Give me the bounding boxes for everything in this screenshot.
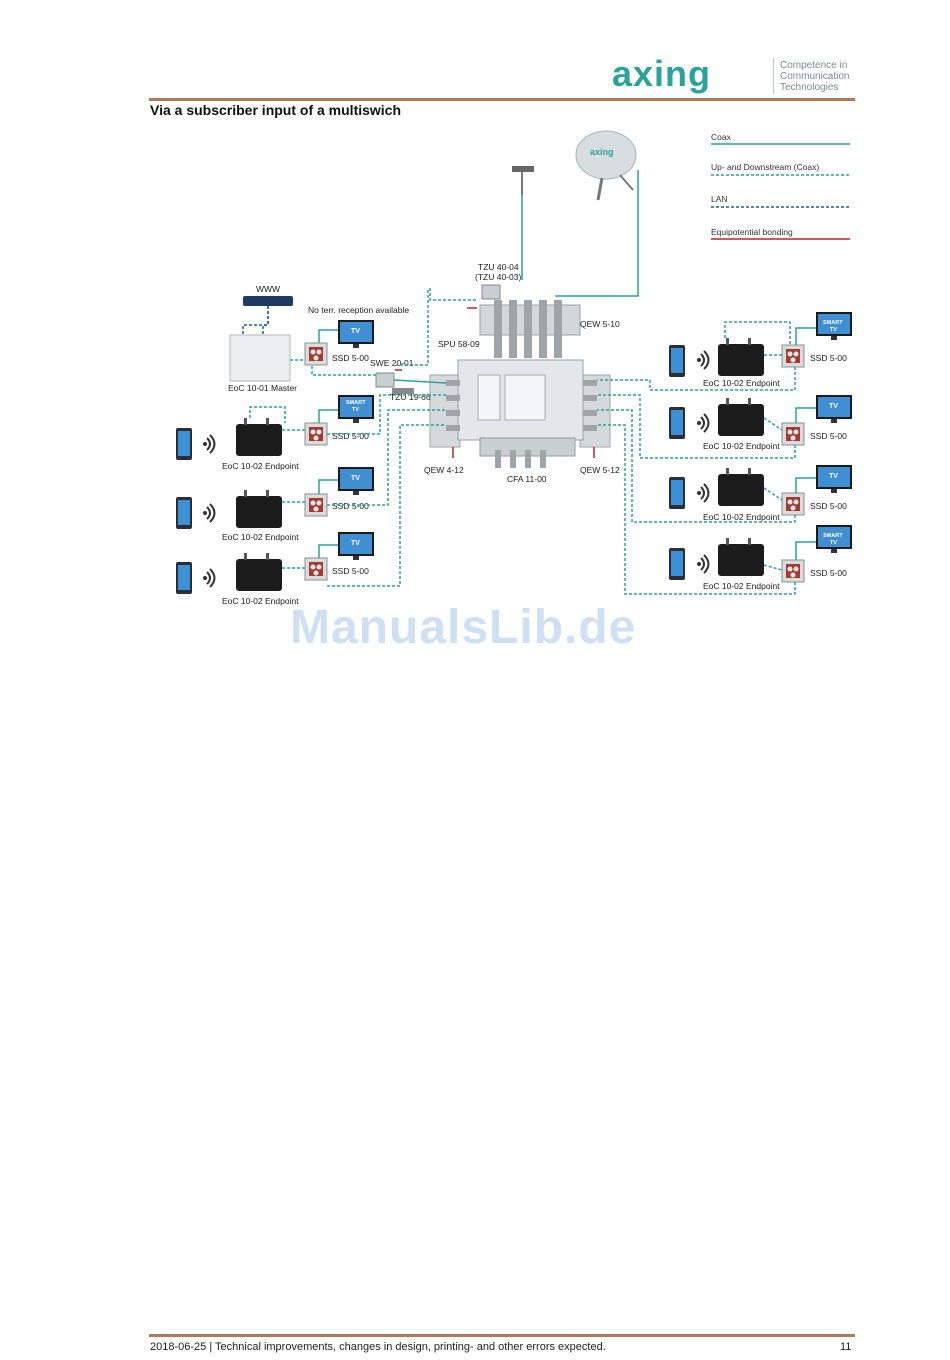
legend-updown-label: Up- and Downstream (Coax) [711,162,819,172]
smart-label: SMART [823,320,843,326]
multiswitch-label-plate [504,374,546,421]
logo-separator [773,58,774,94]
tv-label: TV [351,328,360,335]
section-heading: Via a subscriber input of a multiswich [150,102,402,118]
axing-logo: axing [612,56,711,94]
tv-label: TV [351,475,360,482]
label-tzu-4004: TZU 40-04 [478,262,519,272]
tv-label: TV [829,403,838,410]
terrestrial-antenna [512,166,534,195]
legend-bonding-label: Equipotential bonding [711,227,793,237]
right-row-2: EoC 10-02 Endpoint TV SSD 5-00 [597,394,852,459]
router-device [243,296,293,306]
label-eoc-master: EoC 10-01 Master [228,383,297,393]
network-diagram: Coax Up- and Downstream (Coax) LAN Equip… [176,130,852,606]
dish-logo: axing [590,147,614,157]
label-ssd: SSD 5-00 [810,353,847,363]
tv-label: TV [830,327,837,333]
label-ssd: SSD 5-00 [332,431,369,441]
coax-dish [555,170,639,297]
qew-510-connectors [494,300,562,358]
swe-2001-device [375,372,395,388]
logo-text: axing [612,56,711,94]
label-eoc-endpoint: EoC 10-02 Endpoint [222,461,299,471]
tagline-line-3: Technologies [780,82,839,93]
label-qew-510: QEW 5-10 [580,319,620,329]
right-row-1: EoC 10-02 Endpoint SMART TV SSD 5-00 [597,312,852,391]
label-ssd: SSD 5-00 [810,568,847,578]
label-qew-412: QEW 4-12 [424,465,464,475]
tv-label: TV [351,540,360,547]
left-row-top: TV SSD 5-00 [304,320,374,366]
watermark: ManualsLib.de [290,601,637,654]
left-row-2: EoC 10-02 Endpoint TV SSD 5-00 [176,409,446,542]
label-no-terr: No terr. reception available [308,305,409,315]
label-eoc-endpoint: EoC 10-02 Endpoint [703,581,780,591]
tagline-line-1: Competence in [780,60,848,71]
left-row-3: EoC 10-02 Endpoint TV SSD 5-00 [176,424,446,606]
eoc-master-device [229,334,291,382]
label-tzu-1966: TZU 19-66 [390,392,431,402]
tagline: Competence in Communication Technologies [780,60,849,93]
label-spu: SPU 58-09 [438,339,480,349]
header-rule [149,98,855,101]
label-ssd: SSD 5-00 [810,501,847,511]
footer-rule [149,1334,855,1337]
tzu-4004-device [481,284,501,300]
label-ssd: SSD 5-00 [810,431,847,441]
label-ssd: SSD 5-00 [332,353,369,363]
tv-label: TV [830,540,837,546]
left-row-1: EoC 10-02 Endpoint SMART TV SSD 5-00 [176,394,446,471]
right-row-4: EoC 10-02 Endpoint SMART TV SSD 5-00 [597,424,852,595]
tagline-line-2: Communication [780,71,850,82]
multiswitch-side-ports [446,380,597,431]
tv-label: TV [352,407,359,413]
footer-text: 2018-06-25 | Technical improvements, cha… [150,1341,606,1353]
label-ssd: SSD 5-00 [332,501,369,511]
right-row-3: EoC 10-02 Endpoint TV SSD 5-00 [597,409,852,523]
legend-coax-label: Coax [711,132,732,142]
label-eoc-endpoint: EoC 10-02 Endpoint [222,596,299,606]
cfa-connectors [495,450,546,468]
label-eoc-endpoint: EoC 10-02 Endpoint [703,512,780,522]
label-swe: SWE 20-01 [370,358,414,368]
label-eoc-endpoint: EoC 10-02 Endpoint [703,441,780,451]
page-number: 11 [840,1341,852,1353]
label-eoc-endpoint: EoC 10-02 Endpoint [703,378,780,388]
label-ssd: SSD 5-00 [332,566,369,576]
smart-label: SMART [823,533,843,539]
label-eoc-endpoint: EoC 10-02 Endpoint [222,532,299,542]
legend-lan-label: LAN [711,194,728,204]
label-qew-512: QEW 5-12 [580,465,620,475]
tzu-1966-device [392,388,414,394]
legend: Coax Up- and Downstream (Coax) LAN Equip… [711,132,850,240]
satellite-dish: axing [575,130,637,201]
label-www: WWW [256,284,280,294]
smart-label: SMART [346,400,366,406]
tv-label: TV [829,473,838,480]
label-cfa: CFA 11-00 [507,474,547,484]
label-tzu-4003: (TZU 40-03) [475,272,521,282]
